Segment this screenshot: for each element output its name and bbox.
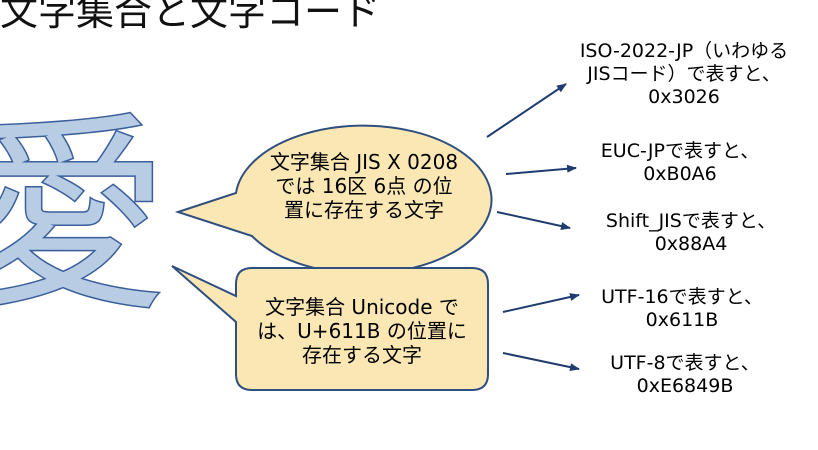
jis-callout-text: 文字集合 JIS X 0208 では 16区 6点 の位 置に存在する文字 bbox=[246, 150, 482, 222]
encoding-utf8: UTF-8で表すと、 0xE6849B bbox=[590, 352, 780, 398]
encoding-value: 0x611B bbox=[645, 309, 719, 331]
encoding-iso2022jp: ISO-2022-JP（いわゆる JISコード）で表すと、 0x3026 bbox=[562, 40, 806, 109]
encoding-line: JISコード）で表すと、 bbox=[587, 63, 781, 85]
unicode-callout-line: 存在する文字 bbox=[302, 343, 422, 367]
page-title: 文字集合と文字コード bbox=[0, 0, 381, 34]
encoding-shiftjis: Shift_JISで表すと、 0x88A4 bbox=[582, 210, 800, 256]
arrow-iso2022jp bbox=[486, 83, 567, 138]
character-ai: 愛 bbox=[0, 95, 168, 340]
unicode-callout-bubble bbox=[171, 265, 489, 391]
encoding-value: 0xB0A6 bbox=[643, 163, 717, 185]
encoding-line: ISO-2022-JP（いわゆる bbox=[579, 40, 789, 62]
arrow-utf16 bbox=[502, 293, 580, 313]
encoding-eucjp: EUC-JPで表すと、 0xB0A6 bbox=[580, 140, 780, 186]
jis-callout-line: 文字集合 JIS X 0208 bbox=[269, 150, 459, 174]
arrow-utf8 bbox=[502, 352, 580, 372]
jis-callout-line: 置に存在する文字 bbox=[284, 198, 444, 222]
encoding-line: UTF-8で表すと、 bbox=[610, 352, 760, 374]
encoding-value: 0x88A4 bbox=[654, 233, 728, 255]
encoding-line: Shift_JISで表すと、 bbox=[605, 210, 777, 232]
arrow-shiftjis bbox=[496, 211, 571, 230]
encoding-line: EUC-JPで表すと、 bbox=[600, 140, 760, 162]
encoding-value: 0x3026 bbox=[648, 86, 720, 108]
encoding-line: UTF-16で表すと、 bbox=[601, 286, 763, 308]
jis-callout-line: では 16区 6点 の位 bbox=[275, 174, 453, 198]
encoding-value: 0xE6849B bbox=[636, 375, 734, 397]
arrow-eucjp bbox=[505, 164, 577, 175]
unicode-callout-line: 文字集合 Unicode で bbox=[265, 295, 459, 319]
encoding-utf16: UTF-16で表すと、 0x611B bbox=[584, 286, 780, 332]
unicode-callout-line: は、U+611B の位置に bbox=[257, 319, 467, 343]
unicode-callout-text: 文字集合 Unicode で は、U+611B の位置に 存在する文字 bbox=[238, 295, 486, 367]
